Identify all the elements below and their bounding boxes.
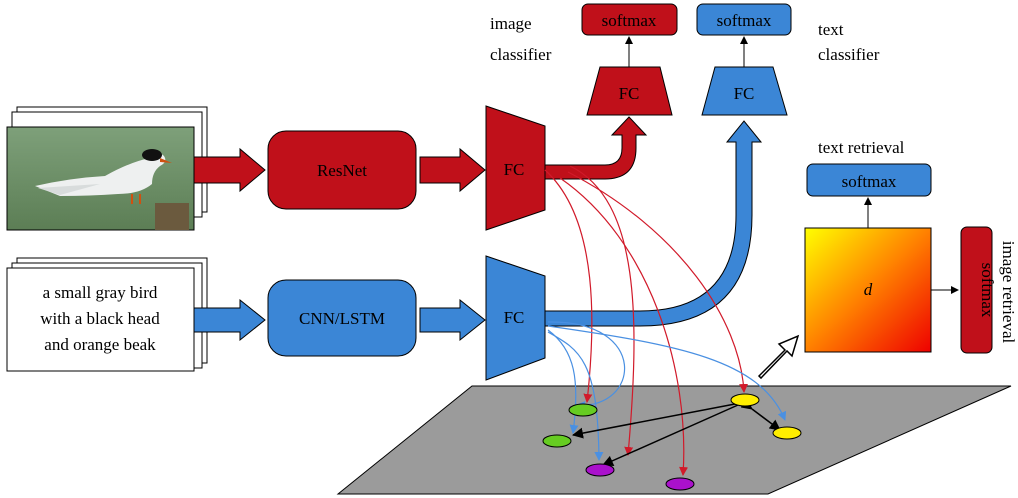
input-text-line-1: a small gray bird: [43, 283, 158, 302]
embedding-points: [542, 393, 802, 491]
text-input-stack: a small gray bird with a black head and …: [6, 257, 208, 372]
softmax-text-label: softmax: [717, 11, 772, 30]
input-text-line-3: and orange beak: [44, 335, 156, 354]
softmax-text-retrieval: softmax: [806, 163, 932, 197]
text-classifier-caption-2: classifier: [818, 45, 880, 64]
text-to-classifier-arrow: [544, 120, 763, 327]
image-classifier-caption-2: classifier: [490, 45, 552, 64]
cnn-lstm-label: CNN/LSTM: [299, 309, 385, 328]
softmax-image-classifier: softmax: [581, 3, 678, 36]
fc-image-trapezoid: FC: [485, 105, 546, 231]
cnn-lstm-box: CNN/LSTM: [267, 279, 417, 357]
image-flow-arrows: [193, 147, 486, 193]
softmax-image-retrieval: softmax: [960, 226, 997, 354]
distance-label: d: [864, 280, 873, 299]
purple-point-right: [665, 477, 695, 491]
yellow-point-top: [730, 393, 760, 407]
fc-image-label: FC: [504, 160, 525, 179]
softmax-text-classifier: softmax: [696, 3, 792, 36]
image-input-stack: [6, 106, 208, 231]
green-point-bottom: [542, 434, 572, 448]
text-retrieval-caption: text retrieval: [818, 138, 905, 157]
embedding-plane: [336, 385, 1012, 495]
resnet-label: ResNet: [317, 161, 367, 180]
relation-arrows: [572, 395, 781, 466]
outline-arrow-icon: [757, 334, 800, 380]
fc-text-label: FC: [504, 308, 525, 327]
fc-text-classifier: FC: [701, 66, 788, 116]
text-flow-arrows: [193, 298, 486, 342]
softmax-image-label: softmax: [602, 11, 657, 30]
distance-matrix: d: [804, 227, 932, 353]
softmax-text-retrieval-label: softmax: [842, 172, 897, 191]
image-to-classifier-arrow: [544, 116, 648, 180]
softmax-image-retrieval-label: softmax: [978, 263, 997, 318]
fc-text-trapezoid: FC: [485, 255, 546, 381]
image-classifier-caption-1: image: [490, 14, 532, 33]
bird-photo-icon: [6, 126, 195, 231]
text-classifier-caption-1: text: [818, 20, 844, 39]
image-retrieval-caption: image retrieval: [999, 241, 1018, 344]
fc-text-cls-label: FC: [734, 84, 755, 103]
green-point-top: [568, 403, 598, 417]
resnet-box: ResNet: [267, 130, 417, 210]
fc-image-cls-label: FC: [619, 84, 640, 103]
yellow-point-bottom: [772, 426, 802, 440]
purple-point-left: [585, 463, 615, 477]
fc-image-classifier: FC: [586, 66, 673, 116]
input-text-line-2: with a black head: [40, 309, 160, 328]
